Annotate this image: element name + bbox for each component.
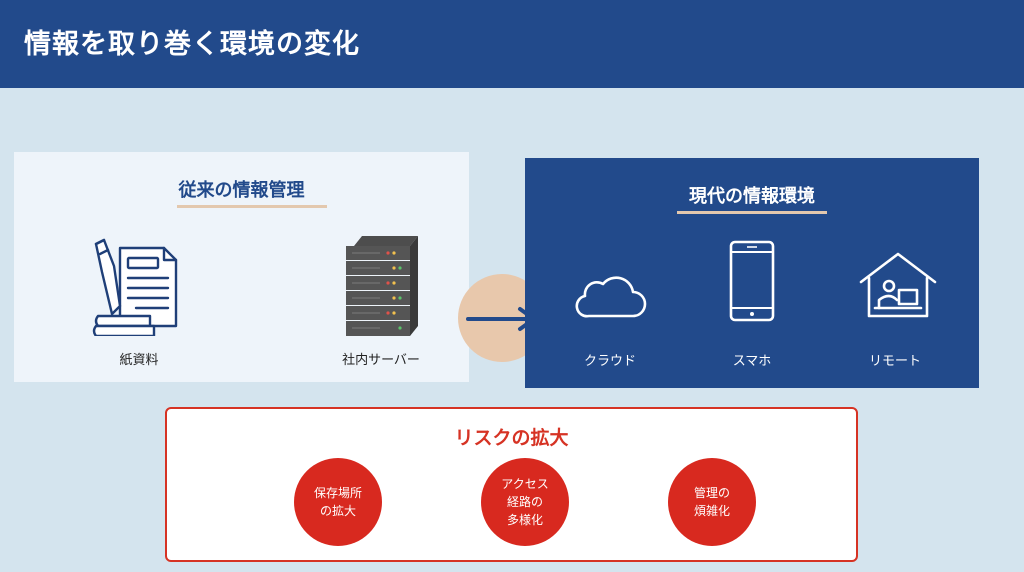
traditional-title-underline [177,205,327,208]
risk-box: リスクの拡大 保存場所 の拡大 アクセス 経路の 多様化 管理の 煩雑化 [165,407,858,562]
header-bar: 情報を取り巻く環境の変化 [0,0,1024,88]
remote-work-icon [859,252,937,318]
modern-title: 現代の情報環境 [689,186,815,207]
modern-panel: 現代の情報環境 クラウド スマホ リモート [525,158,979,388]
page-title: 情報を取り巻く環境の変化 [24,29,360,60]
traditional-title: 従来の情報管理 [178,180,305,201]
modern-title-underline [677,211,827,214]
server-rack-icon [346,236,418,336]
risk-item-access: アクセス 経路の 多様化 [481,458,569,546]
risk-title: リスクの拡大 [454,427,569,449]
traditional-panel: 従来の情報管理 紙資料 [14,152,469,382]
item-label-paper: 紙資料 [119,353,159,368]
smartphone-icon [729,240,775,322]
risk-item-storage: 保存場所 の拡大 [294,458,382,546]
item-label-remote: リモート [868,354,921,369]
cloud-icon [575,276,647,318]
paper-documents-icon [92,238,178,336]
item-label-cloud: クラウド [583,354,636,369]
risk-item-management: 管理の 煩雑化 [668,458,756,546]
item-label-server: 社内サーバー [342,353,420,368]
item-label-smartphone: スマホ [732,354,772,369]
